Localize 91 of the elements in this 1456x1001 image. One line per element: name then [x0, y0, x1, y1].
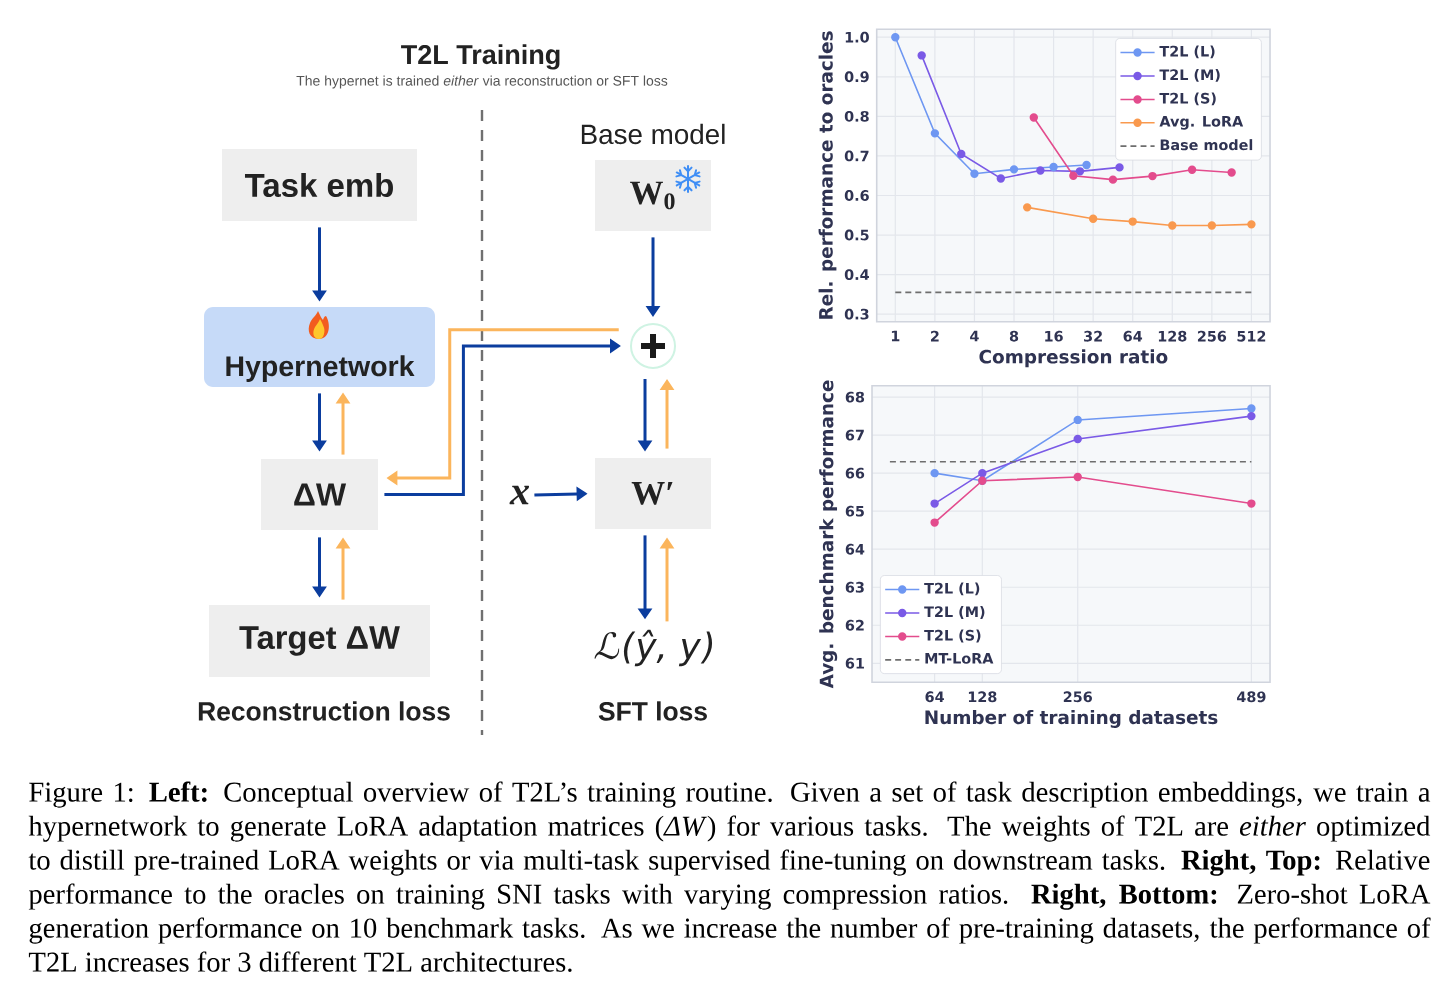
y-tick-label: 0.4	[844, 269, 869, 281]
point	[1247, 411, 1256, 421]
process-box: ΔW	[261, 459, 378, 530]
figure-caption: Figure 1: Left: Conceptual overview of T2L’s training routine. Given a set of task description embeddings, we train a hypernetwork to generate LoRA adaptation matrices (ΔW) for various tasks. The weights of T2L are either optimized to distill pre-trained LoRA weights or via multi-task supervised fine-tuning on downstream tasks. Right, Top: Relative performance to the oracles on training SNI tasks with varying compression ratios. Right, Bottom: Zero-shot LoRA generation performance on 10 benchmark tasks. As we increase the number of pre-training datasets, the performance of T2L increases for 3 different T2L architectures.	[28, 781, 1431, 972]
x-tick-label: 32	[1084, 330, 1102, 342]
x-tick-label: 128	[968, 691, 997, 703]
x-tick-label: 128	[1158, 330, 1187, 342]
point	[1128, 217, 1137, 226]
x-tick-label: 2	[931, 330, 939, 342]
legend-label: T2L (S)	[924, 629, 981, 643]
point	[930, 518, 939, 527]
point	[917, 51, 926, 60]
point	[1247, 499, 1256, 508]
point	[1009, 165, 1019, 174]
x-axis-title: Number of training datasets	[925, 709, 1218, 728]
point	[1075, 167, 1085, 176]
y-tick-label: 0.7	[844, 150, 869, 162]
point	[1187, 165, 1197, 174]
process-box: Hypernetwork	[204, 307, 435, 387]
y-tick-label: 67	[845, 429, 864, 441]
point	[1069, 171, 1078, 180]
y-tick-label: 64	[845, 543, 865, 555]
process-box: W′	[595, 458, 711, 529]
point	[1049, 162, 1058, 172]
x-tick-label: 64	[925, 691, 944, 703]
y-tick-label: 0.8	[844, 110, 869, 122]
point	[1247, 220, 1256, 229]
legend-label: Base model	[1160, 139, 1253, 151]
loss-formula: ℒ(ŷ, y)	[594, 629, 713, 667]
y-tick-label: 0.9	[844, 71, 869, 83]
y-tick-label: 0.3	[844, 308, 869, 320]
y-tick-label: 62	[845, 619, 864, 631]
point	[1148, 171, 1157, 181]
point	[1036, 166, 1045, 175]
point	[1115, 163, 1124, 172]
point	[1108, 175, 1118, 184]
point	[1168, 221, 1177, 230]
y-tick-label: 68	[845, 391, 865, 403]
subtitle: The hypernet is trained either via reconstruction or SFT loss	[296, 75, 668, 89]
point	[930, 129, 940, 138]
x-tick-label: 1	[891, 330, 900, 342]
variable-label: x	[509, 485, 529, 505]
legend-label: T2L (M)	[1159, 69, 1220, 82]
point	[1073, 415, 1082, 425]
point	[1082, 160, 1091, 170]
x-axis-title: Compression ratio	[979, 349, 1168, 368]
legend-label: T2L (L)	[924, 582, 980, 596]
x-tick-label: 489	[1237, 691, 1266, 703]
point	[1088, 214, 1098, 224]
process-box: W$_{0}$	[595, 160, 711, 231]
point	[930, 499, 939, 508]
x-tick-label: 8	[1009, 330, 1019, 342]
y-tick-label: 0.5	[844, 229, 869, 241]
y-tick-label: 0.6	[844, 190, 869, 201]
legend-label: T2L (L)	[1159, 45, 1215, 59]
legend-label: T2L (M)	[924, 606, 985, 619]
point	[1023, 203, 1032, 212]
column-label: Reconstruction loss	[198, 701, 450, 721]
point	[891, 33, 900, 42]
point	[1073, 434, 1082, 444]
point	[996, 174, 1006, 183]
column-label: SFT loss	[598, 701, 707, 721]
legend-label: MT-LoRA	[925, 653, 994, 664]
y-tick-label: 61	[845, 657, 864, 669]
y-axis-title: Rel. performance to oracles	[818, 31, 837, 319]
point	[930, 468, 939, 478]
y-tick-label: 63	[845, 581, 864, 593]
point	[1029, 113, 1038, 122]
point	[1227, 168, 1236, 177]
point	[1247, 404, 1256, 413]
point	[978, 468, 987, 478]
title: T2L Training	[401, 44, 560, 70]
point	[1073, 472, 1082, 482]
legend-label: Avg. LoRA	[1159, 116, 1244, 130]
y-tick-label: 66	[845, 467, 865, 479]
x-tick-label: 256	[1197, 330, 1227, 342]
heading: Base model	[581, 123, 725, 145]
legend-label: T2L (S)	[1159, 92, 1216, 106]
y-axis-title: Avg. benchmark performance	[819, 380, 838, 689]
point	[970, 169, 979, 178]
x-tick-label: 4	[970, 330, 979, 342]
process-box: Task emb	[222, 149, 417, 221]
point	[957, 149, 966, 159]
point	[1207, 221, 1217, 230]
y-tick-label: 65	[845, 505, 864, 517]
y-tick-label: 1.0	[845, 31, 869, 43]
x-tick-label: 64	[1123, 330, 1143, 342]
x-tick-label: 512	[1237, 330, 1266, 342]
x-tick-label: 16	[1045, 330, 1063, 342]
x-tick-label: 256	[1063, 691, 1092, 703]
process-box: Target ΔW	[209, 605, 430, 677]
